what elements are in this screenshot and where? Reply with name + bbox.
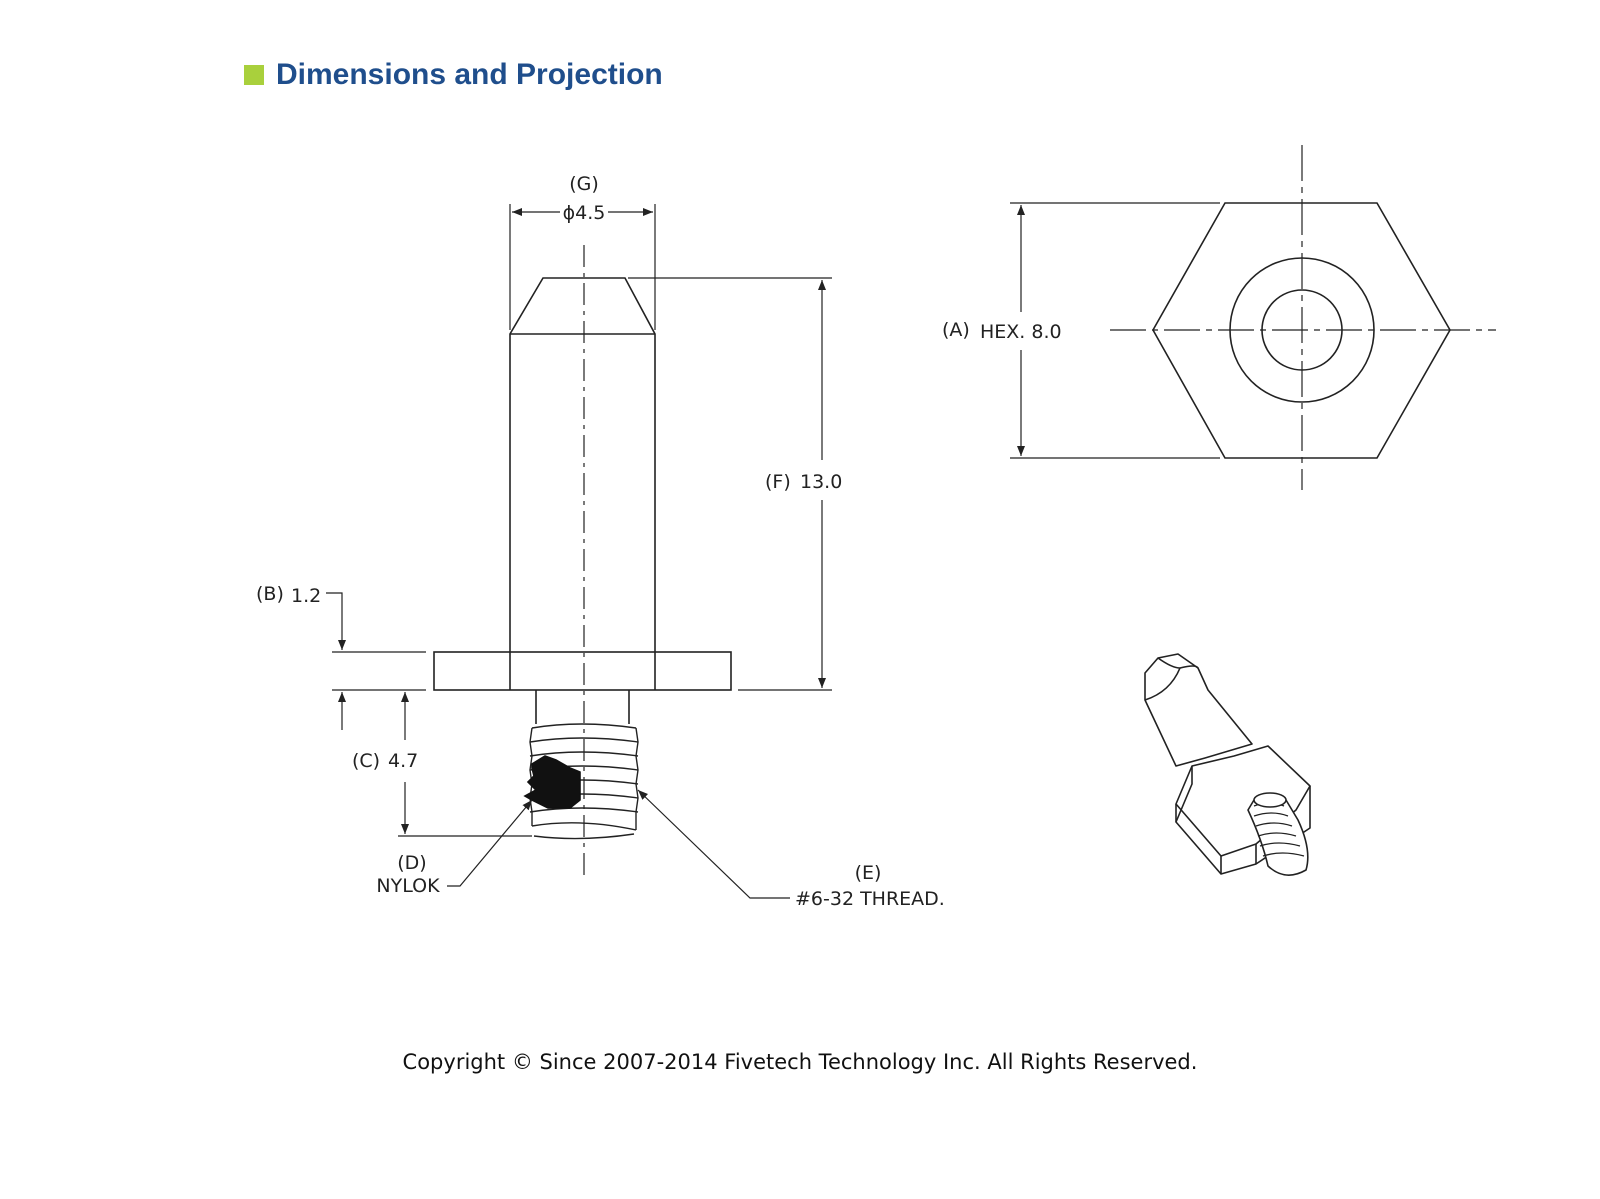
iso-shaft	[1144, 653, 1253, 767]
leader-e-value: #6-32 THREAD.	[795, 888, 945, 910]
top-view	[1110, 145, 1496, 490]
shaft-outline	[509, 277, 656, 652]
dimension-a-tag: (A)	[942, 319, 970, 341]
isometric-view	[1144, 653, 1311, 876]
page-title: Dimensions and Projection	[276, 58, 663, 91]
hex-flange	[433, 651, 732, 691]
leader-e-tag: (E)	[855, 862, 882, 884]
leader-d-value: NYLOK	[376, 875, 440, 897]
nylok-patch	[523, 755, 581, 809]
dimension-b-value: 1.2	[291, 585, 321, 607]
dimension-c-value: 4.7	[388, 750, 418, 772]
copyright-footer: Copyright © Since 2007-2014 Fivetech Tec…	[402, 1050, 1198, 1074]
side-view	[433, 245, 732, 880]
dimension-b	[326, 592, 426, 730]
dimension-b-tag: (B)	[256, 583, 284, 605]
dimension-g	[509, 204, 656, 330]
dimension-g-tag: (G)	[569, 173, 599, 195]
dimension-a	[1010, 202, 1220, 459]
dimension-c	[398, 692, 532, 837]
leader-d-tag: (D)	[397, 852, 426, 874]
dimension-f	[628, 277, 832, 691]
thread-neck	[535, 690, 630, 724]
square-bullet-icon	[244, 65, 264, 85]
section-header: Dimensions and Projection	[244, 58, 663, 92]
leader-d	[447, 799, 533, 887]
dimension-c-tag: (C)	[352, 750, 380, 772]
dimension-a-value: HEX. 8.0	[980, 321, 1062, 343]
dimension-f-tag: (F)	[765, 471, 791, 493]
dimension-g-value: ϕ4.5	[563, 202, 606, 224]
dimension-f-value: 13.0	[800, 471, 842, 493]
leader-e	[637, 789, 790, 899]
